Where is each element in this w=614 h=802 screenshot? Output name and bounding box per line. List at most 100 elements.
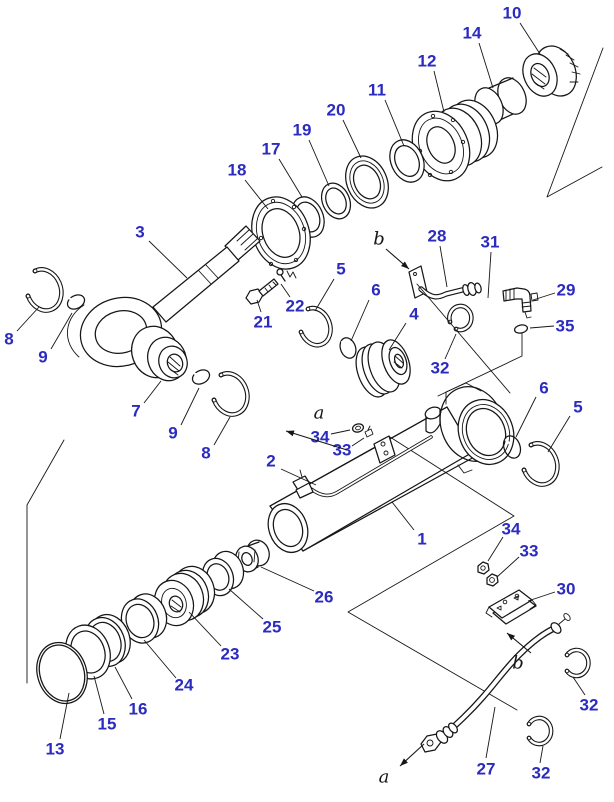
leader-line-22 [280, 283, 291, 298]
part-29-elbow-fitting [502, 287, 539, 319]
part-callout-33[interactable]: 33 [520, 542, 539, 561]
leader-line-23 [188, 611, 222, 647]
part-callout-34[interactable]: 34 [311, 428, 330, 447]
part-callout-23[interactable]: 23 [221, 645, 240, 664]
leader-line-5 [547, 415, 571, 453]
part-callout-11[interactable]: 11 [368, 81, 386, 100]
leader-line-32 [444, 333, 457, 360]
part-callout-31[interactable]: 31 [481, 233, 500, 252]
part-34-grommet [351, 423, 365, 433]
part-9-ring-right [191, 369, 211, 385]
view-marker-arrow-line [285, 430, 348, 451]
part-callout-8[interactable]: 8 [201, 444, 210, 463]
part-callout-18[interactable]: 18 [228, 161, 247, 180]
leader-line-31 [487, 251, 492, 299]
leader-line-10 [519, 22, 541, 55]
leader-line-25 [228, 588, 264, 620]
view-marker-arrowhead [507, 633, 516, 641]
part-callout-7[interactable]: 7 [131, 402, 140, 421]
part-callout-22[interactable]: 22 [286, 297, 305, 316]
diagram-artwork [25, 45, 604, 753]
leader-line-33 [351, 437, 365, 447]
part-callout-13[interactable]: 13 [46, 740, 65, 759]
part-22-screw [276, 268, 286, 282]
part-32-clamp-upper-right [564, 647, 591, 679]
part-8-snap-ring-left [25, 267, 64, 313]
leader-lines [16, 22, 586, 764]
leader-line-5 [314, 278, 335, 312]
part-32-clamp-top [447, 303, 474, 333]
leader-line-20 [342, 119, 362, 159]
part-5-snap-ring-right [521, 441, 560, 487]
part-callout-30[interactable]: 30 [557, 580, 576, 599]
part-callout-8[interactable]: 8 [4, 330, 13, 349]
part-8-snap-ring-right [211, 371, 250, 417]
part-callout-26[interactable]: 26 [315, 588, 334, 607]
leader-line-30 [527, 591, 556, 602]
part-callouts: 1234567899810111213141516171819202122232… [4, 4, 598, 783]
part-callout-14[interactable]: 14 [463, 24, 482, 43]
part-callout-27[interactable]: 27 [477, 760, 496, 779]
leader-line-26 [260, 566, 315, 592]
leader-line-9 [180, 387, 200, 426]
part-callout-21[interactable]: 21 [254, 313, 273, 332]
leader-line-6 [350, 299, 370, 342]
part-callout-28[interactable]: 28 [428, 227, 447, 246]
part-18-flange [251, 196, 311, 279]
part-callout-5[interactable]: 5 [573, 398, 582, 417]
part-callout-29[interactable]: 29 [557, 281, 576, 300]
part-4-piston [355, 339, 411, 398]
part-28-tube [408, 265, 482, 300]
view-marker-label-b: b [373, 229, 385, 250]
part-33-nut-bottom [486, 573, 499, 587]
part-callout-25[interactable]: 25 [263, 618, 282, 637]
part-callout-19[interactable]: 19 [293, 121, 312, 140]
part-callout-12[interactable]: 12 [418, 52, 437, 71]
part-callout-9[interactable]: 9 [38, 348, 47, 367]
part-callout-32[interactable]: 32 [580, 696, 599, 715]
part-callout-20[interactable]: 20 [327, 101, 346, 120]
leader-line-16 [114, 666, 133, 700]
part-callout-5[interactable]: 5 [336, 260, 345, 279]
part-callout-4[interactable]: 4 [409, 305, 419, 324]
leader-line-11 [384, 99, 405, 147]
leader-line-15 [93, 675, 105, 715]
leader-line-4 [388, 322, 407, 351]
part-24-ring [120, 593, 168, 644]
part-35-plug [513, 324, 529, 334]
part-callout-17[interactable]: 17 [262, 140, 281, 159]
part-callout-10[interactable]: 10 [503, 4, 522, 23]
leader-line-32 [539, 745, 544, 764]
part-callout-24[interactable]: 24 [175, 676, 194, 695]
part-callout-15[interactable]: 15 [98, 715, 117, 734]
leader-line-34 [330, 429, 351, 435]
view-marker-arrowhead [401, 261, 409, 269]
part-callout-16[interactable]: 16 [129, 700, 148, 719]
part-callout-3[interactable]: 3 [135, 223, 144, 242]
part-30-clamp-bracket [485, 589, 537, 625]
part-callout-9[interactable]: 9 [168, 424, 177, 443]
part-12-gland [411, 99, 499, 182]
part-callout-34[interactable]: 34 [502, 520, 521, 539]
part-callout-1[interactable]: 1 [417, 530, 426, 549]
part-callout-6[interactable]: 6 [371, 281, 380, 300]
leader-line-19 [308, 139, 330, 187]
part-callout-2[interactable]: 2 [266, 452, 275, 471]
tube-position-line [416, 283, 511, 394]
part-27-hose [420, 613, 571, 753]
view-marker-arrowhead [286, 430, 295, 437]
part-34-nut-bottom [477, 561, 490, 575]
part-13-o-ring [36, 641, 88, 705]
part-callout-35[interactable]: 35 [556, 317, 575, 336]
part-2-tube [292, 435, 433, 499]
part-callout-32[interactable]: 32 [431, 359, 450, 378]
leader-line-8 [213, 416, 231, 446]
part-callout-33[interactable]: 33 [333, 441, 352, 460]
leader-line-35 [529, 325, 555, 329]
leader-line-28 [439, 245, 448, 288]
part-callout-6[interactable]: 6 [539, 379, 548, 398]
leader-line-34 [487, 536, 504, 562]
part-callout-32[interactable]: 32 [532, 764, 551, 783]
